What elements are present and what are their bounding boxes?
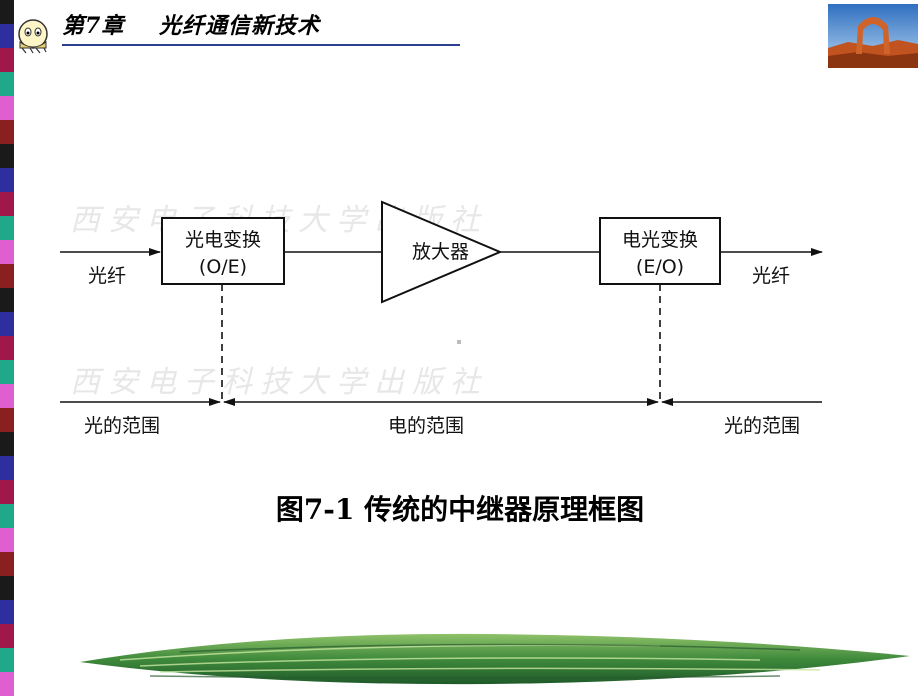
- eo-converter-label: 电光变换: [622, 229, 698, 251]
- chapter-title: 光纤通信新技术: [158, 13, 320, 39]
- electrical-range-label: 电的范围: [388, 415, 464, 437]
- stripe-segment: [0, 432, 14, 456]
- footer-grass-decoration: [80, 633, 910, 685]
- stripe-segment: [0, 96, 14, 120]
- stripe-segment: [0, 240, 14, 264]
- oe-converter-box: [161, 217, 285, 285]
- stripe-segment: [0, 264, 14, 288]
- eo-converter-sublabel: (E/O): [636, 256, 684, 278]
- stripe-segment: [0, 552, 14, 576]
- fiber-input-label: 光纤: [88, 265, 126, 287]
- amplifier-label: 放大器: [412, 241, 469, 263]
- stripe-segment: [0, 624, 14, 648]
- stripe-segment: [0, 504, 14, 528]
- stripe-segment: [0, 576, 14, 600]
- optical-range-right-label: 光的范围: [724, 415, 800, 437]
- speck: [457, 340, 461, 344]
- stripe-segment: [0, 144, 14, 168]
- stripe-segment: [0, 336, 14, 360]
- stripe-segment: [0, 72, 14, 96]
- header-divider: [62, 44, 460, 46]
- stripe-segment: [0, 528, 14, 552]
- stripe-segment: [0, 384, 14, 408]
- stripe-segment: [0, 456, 14, 480]
- amplifier-triangle: [381, 200, 503, 304]
- stripe-segment: [0, 408, 14, 432]
- mascot-icon: [18, 19, 48, 54]
- stripe-segment: [0, 168, 14, 192]
- decorative-side-stripe: [0, 0, 14, 696]
- arch-landscape-photo: [828, 4, 918, 68]
- fiber-output-label: 光纤: [752, 265, 790, 287]
- stripe-segment: [0, 600, 14, 624]
- stripe-segment: [0, 48, 14, 72]
- figure-caption: 图7-1 传统的中继器原理框图: [275, 493, 645, 526]
- stripe-segment: [0, 312, 14, 336]
- chapter-label: 第7章: [62, 13, 125, 39]
- oe-converter-label: 光电变换: [185, 229, 261, 251]
- oe-converter-sublabel: (O/E): [199, 256, 247, 278]
- watermark-text: 西安电子科技大学出版社: [70, 365, 488, 400]
- stripe-segment: [0, 0, 14, 24]
- stripe-segment: [0, 360, 14, 384]
- header-title: 第7章 光纤通信新技术: [62, 8, 320, 40]
- stripe-segment: [0, 648, 14, 672]
- optical-range-left-label: 光的范围: [84, 415, 160, 437]
- stripe-segment: [0, 216, 14, 240]
- stripe-segment: [0, 480, 14, 504]
- stripe-segment: [0, 288, 14, 312]
- stripe-segment: [0, 192, 14, 216]
- stripe-segment: [0, 120, 14, 144]
- eo-converter-box: [599, 217, 721, 285]
- stripe-segment: [0, 24, 14, 48]
